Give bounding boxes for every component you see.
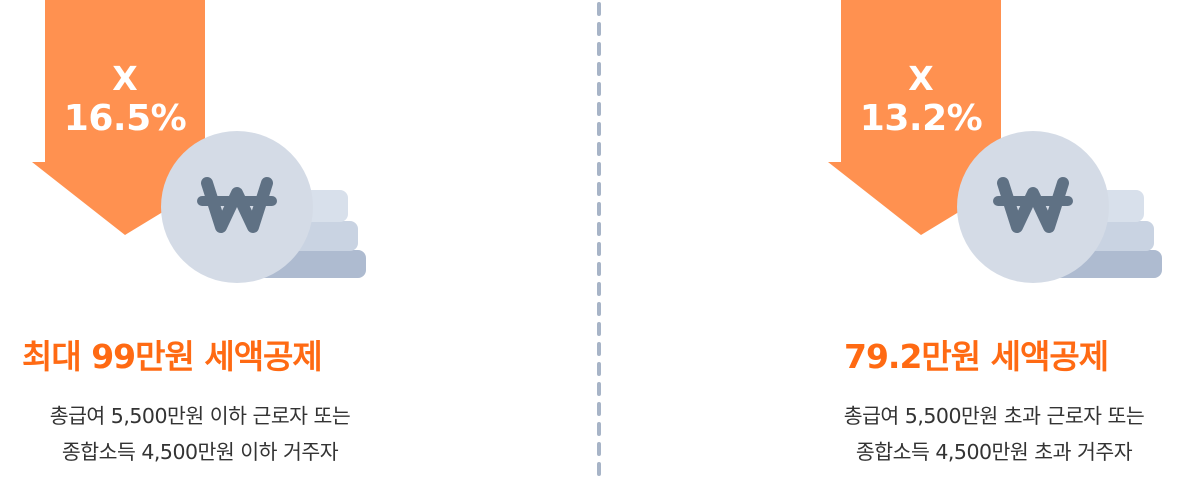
multiply-symbol: X: [112, 59, 138, 98]
tax-illustration: X 16.5%: [0, 0, 420, 290]
multiply-symbol: X: [908, 59, 934, 98]
tax-rate-multiplier: X 16.5%: [45, 62, 205, 137]
tax-rate: 13.2%: [859, 98, 983, 139]
eligibility-line-1: 총급여 5,500만원 초과 근로자 또는: [843, 404, 1145, 428]
deduction-card-high-income: X 13.2% 79.2만원 세액공제 총급여 5,500만원 초과 근로자 또…: [796, 0, 1192, 478]
eligibility-line-2: 종합소득 4,500만원 이하 거주자: [61, 440, 339, 464]
deduction-headline: 79.2만원 세액공제: [844, 337, 1109, 376]
deduction-headline: 최대 99만원 세액공제: [22, 337, 323, 376]
eligibility-line-1: 총급여 5,500만원 이하 근로자 또는: [49, 404, 351, 428]
won-coin-icon: [957, 131, 1162, 283]
deduction-card-low-income: X 16.5% 최대 99만원 세액공제 총급여 5,500만원 이하 근로자 …: [0, 0, 420, 478]
dashed-divider: [597, 2, 601, 478]
won-coin-icon: [161, 131, 366, 283]
eligibility-line-2: 종합소득 4,500만원 초과 거주자: [855, 440, 1133, 464]
eligibility-description: 총급여 5,500만원 초과 근로자 또는 종합소득 4,500만원 초과 거주…: [796, 398, 1192, 470]
tax-rate-multiplier: X 13.2%: [841, 62, 1001, 137]
tax-rate: 16.5%: [63, 98, 187, 139]
eligibility-description: 총급여 5,500만원 이하 근로자 또는 종합소득 4,500만원 이하 거주…: [0, 398, 400, 470]
tax-illustration: X 13.2%: [796, 0, 1192, 290]
